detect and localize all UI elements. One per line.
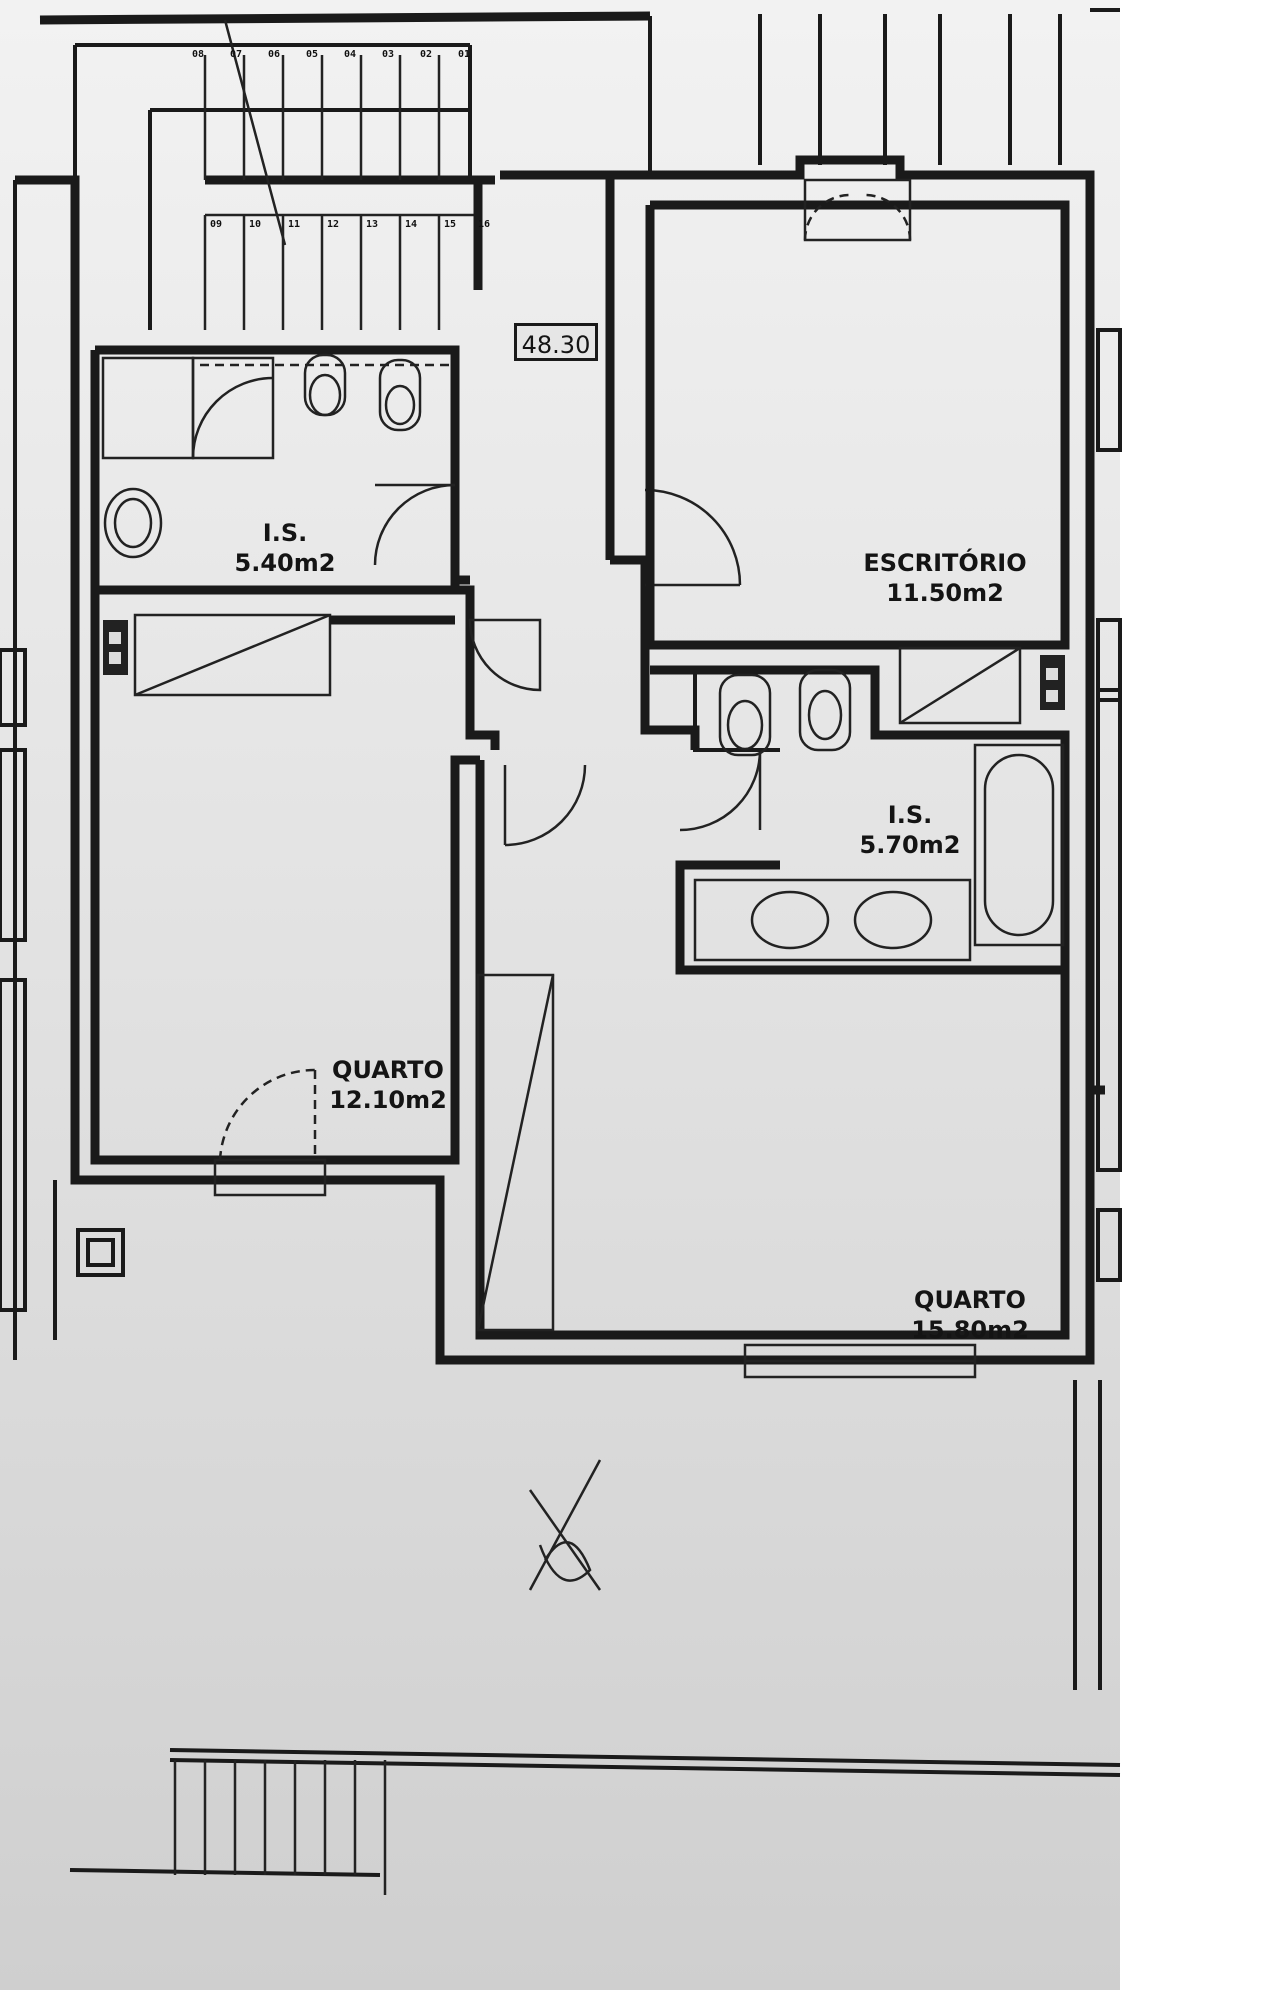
office	[645, 178, 1070, 725]
stair-step-number: 15	[443, 219, 457, 230]
room-label-office: ESCRITÓRIO 11.50m2	[835, 548, 1055, 608]
stair-step-number: 14	[404, 219, 418, 230]
stair-step-number: 02	[419, 49, 433, 60]
exterior-walls	[13, 155, 1105, 1365]
stair-step-number: 01	[457, 49, 471, 60]
room-label-bedroom-2: QUARTO 15.80m2	[895, 1285, 1045, 1345]
stair-step-number: 04	[343, 49, 357, 60]
room-area: 12.10m2	[329, 1086, 447, 1114]
room-area: 5.40m2	[234, 549, 336, 577]
stair-step-number: 10	[248, 219, 262, 230]
room-label-bathroom-1: I.S. 5.40m2	[220, 518, 350, 578]
stair-step-number: 05	[305, 49, 319, 60]
terrace	[69, 1228, 1121, 1895]
room-label-bathroom-2: I.S. 5.70m2	[840, 800, 980, 860]
elevation-marker: 48.30	[514, 323, 598, 361]
room-area: 15.80m2	[911, 1316, 1029, 1344]
stair-step-number: 16	[477, 219, 491, 230]
room-name: I.S.	[887, 801, 933, 829]
bedroom-1	[90, 590, 480, 1197]
room-label-bedroom-1: QUARTO 12.10m2	[318, 1055, 458, 1115]
room-name: ESCRITÓRIO	[863, 549, 1027, 577]
stair-step-number: 12	[326, 219, 340, 230]
bathroom-2	[650, 665, 1070, 975]
room-name: QUARTO	[332, 1056, 444, 1084]
stair-step-number: 08	[191, 49, 205, 60]
stair-step-number: 06	[267, 49, 281, 60]
upper-railing	[648, 8, 1120, 175]
stair-step-number: 13	[365, 219, 379, 230]
neighbor-left	[0, 328, 1122, 1312]
stair-step-number: 03	[381, 49, 395, 60]
room-name: I.S.	[262, 519, 308, 547]
stair-step-number: 09	[209, 219, 223, 230]
room-area: 11.50m2	[886, 579, 1004, 607]
stair-step-number: 11	[287, 219, 301, 230]
bedroom-2	[475, 760, 1070, 1379]
room-area: 5.70m2	[859, 831, 961, 859]
stair-area	[39, 11, 651, 330]
room-name: QUARTO	[914, 1286, 1026, 1314]
stair-step-number: 07	[229, 49, 243, 60]
plan-background	[0, 0, 1120, 1990]
